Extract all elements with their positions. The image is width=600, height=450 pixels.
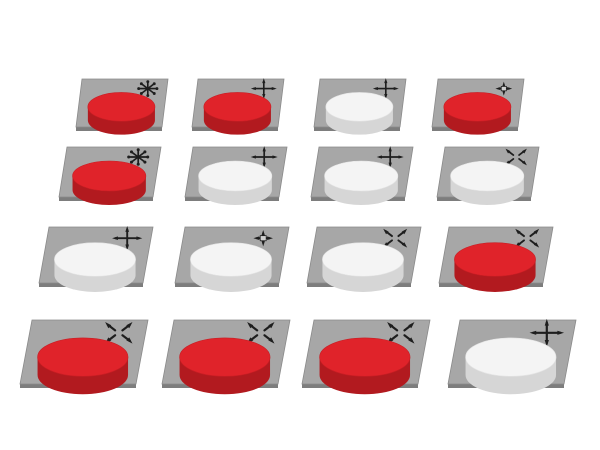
white-piece[interactable]: [465, 337, 557, 395]
board-square-r3c2[interactable]: [174, 226, 290, 292]
red-piece[interactable]: [319, 337, 411, 395]
orthogonal-arrows-icon: [529, 318, 565, 347]
orthogonal-short-icon: [495, 81, 513, 96]
red-piece[interactable]: [454, 242, 536, 292]
white-piece[interactable]: [322, 242, 404, 292]
orthogonal-arrows-icon: [250, 146, 278, 168]
board-square-r1c2[interactable]: [191, 78, 285, 135]
star-8-icon: [137, 80, 159, 97]
board-square-r4c2[interactable]: [161, 319, 291, 395]
board-square-r2c1[interactable]: [58, 146, 162, 205]
white-piece[interactable]: [324, 160, 399, 205]
orthogonal-arrows-icon: [250, 78, 277, 100]
orthogonal-arrows-icon: [376, 146, 404, 168]
red-piece[interactable]: [443, 92, 512, 135]
board-square-r3c1[interactable]: [38, 226, 154, 292]
board-square-r4c3[interactable]: [301, 319, 431, 395]
diagonal-arrows-icon: [383, 228, 408, 248]
board-square-r1c4[interactable]: [431, 78, 525, 135]
orthogonal-arrows-icon: [372, 78, 399, 100]
diagonal-arrows-icon: [105, 322, 133, 344]
red-piece[interactable]: [87, 92, 156, 135]
board-square-r2c3[interactable]: [310, 146, 414, 205]
board-square-r2c2[interactable]: [184, 146, 288, 205]
diagonal-arrows-icon: [247, 322, 275, 344]
board-square-r4c4[interactable]: [447, 318, 577, 395]
red-piece[interactable]: [37, 337, 129, 395]
orthogonal-arrows-icon: [112, 226, 143, 251]
white-piece[interactable]: [190, 242, 272, 292]
red-piece[interactable]: [179, 337, 271, 395]
red-piece[interactable]: [203, 92, 272, 135]
board-square-r3c4[interactable]: [438, 226, 554, 292]
red-piece[interactable]: [72, 160, 147, 205]
star-8-icon: [127, 148, 150, 166]
board-square-r1c1[interactable]: [75, 78, 169, 135]
white-piece[interactable]: [198, 160, 273, 205]
white-piece[interactable]: [325, 92, 394, 135]
board-square-r1c3[interactable]: [313, 78, 407, 135]
board-square-r4c1[interactable]: [19, 319, 149, 395]
board-square-r3c3[interactable]: [306, 226, 422, 292]
board-square-r2c4[interactable]: [436, 146, 540, 205]
white-piece[interactable]: [450, 160, 525, 205]
white-piece[interactable]: [54, 242, 136, 292]
orthogonal-short-icon: [253, 230, 273, 247]
tiles-layer: [19, 78, 577, 395]
